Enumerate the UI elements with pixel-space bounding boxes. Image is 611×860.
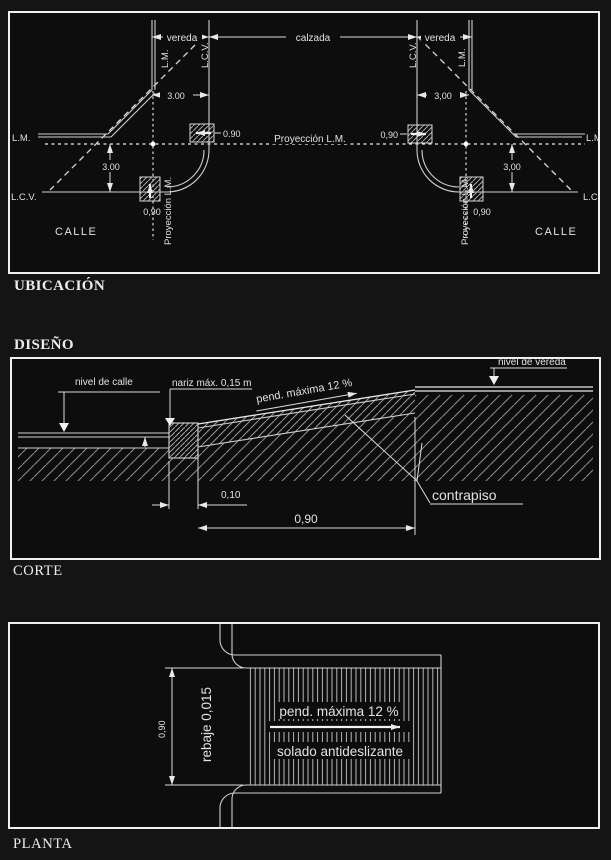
ubicacion-panel: vereda calzada vereda 3.00 3,00 3.00 3,0… — [8, 11, 600, 274]
setback-dimensions: 3.00 3,00 — [96, 144, 528, 192]
nariz-label: nariz máx. 0,15 m — [172, 378, 251, 389]
corte-panel: nivel de calle nariz máx. 0,15 m pend. m… — [10, 357, 601, 560]
nivel-de-calle-callout: nivel de calle — [58, 377, 160, 432]
contrapiso-callout: contrapiso — [344, 414, 523, 505]
ramp-top-left: 0.90 — [189, 123, 241, 143]
dim-vereda-left: 3.00 — [167, 91, 185, 101]
dim-ancho-label: 0,90 — [157, 720, 167, 738]
municipal-line-left — [38, 20, 156, 138]
dim-vereda-right: 3,00 — [434, 91, 452, 101]
dim-nariz-label: 0,10 — [221, 490, 241, 501]
corte-dimensions: 0,10 0,90 — [152, 417, 416, 535]
planta-panel: 0,90 rebaje 0,015 pend. máxima 12 % sola… — [8, 622, 600, 829]
calle-label-left: CALLE — [55, 226, 97, 238]
sidewalk-surface — [415, 386, 593, 392]
planta-annotations: pend. máxima 12 % solado antideslizante — [266, 702, 412, 759]
rebaje-label: rebaje 0,015 — [199, 687, 214, 762]
vereda-label-left: vereda — [167, 33, 198, 44]
top-dimensions: vereda calzada vereda — [152, 31, 472, 44]
planta-dimension: 0,90 — [157, 667, 243, 786]
proyeccion-lm-right-rot: Proyección L.M. — [460, 177, 471, 245]
ramp-slab — [197, 389, 416, 448]
ground-hatch — [18, 395, 593, 481]
nariz-block — [168, 422, 199, 459]
dim-ramp-top-right: 0,90 — [380, 130, 398, 140]
projection-dot-right — [463, 141, 469, 147]
nariz-callout: nariz máx. 0,15 m — [165, 378, 252, 426]
lcv-label-right-rot: L.C.V. — [408, 42, 419, 68]
projection-dot-left — [150, 141, 156, 147]
section-title-ubicacion: UBICACIÓN — [14, 278, 106, 294]
dim-ramp-top-left: 0.90 — [223, 129, 241, 139]
dim-ramp-bottom-left: 0,90 — [143, 207, 161, 217]
calzada-label: calzada — [296, 33, 331, 44]
dim-ramp-bottom-right: 0,90 — [473, 207, 491, 217]
lcv-label-left-edge: L.C.V. — [11, 192, 37, 203]
lm-label-right-rot: L.M. — [457, 49, 468, 67]
ramp-mouth-lines — [219, 624, 442, 827]
projection-lines — [45, 36, 585, 240]
dim-setback-right: 3,00 — [503, 162, 521, 172]
proyeccion-lm-left-rot: Proyección L.M. — [163, 177, 174, 245]
solado-label: solado antideslizante — [277, 744, 403, 759]
proyeccion-lm-label: Proyección L.M. — [274, 134, 346, 145]
lm-label-right-edge: L.M. — [586, 133, 600, 144]
lm-label-left-edge: L.M. — [12, 133, 30, 144]
ramp-bottom-right: 0,90 — [459, 176, 491, 217]
ramp-top-right: 0,90 — [380, 124, 433, 144]
calle-label-right: CALLE — [535, 226, 577, 238]
nivel-de-calle-label: nivel de calle — [75, 377, 133, 388]
lm-label-left-rot: L.M. — [160, 50, 171, 68]
section-title-planta: PLANTA — [13, 836, 73, 852]
ramp-bottom-left: 0,90 — [139, 176, 161, 217]
municipal-line-right — [468, 20, 585, 138]
dim-setback-left: 3.00 — [102, 162, 120, 172]
nivel-de-vereda-callout: nivel de vereda — [489, 357, 567, 385]
lcv-label-right-edge: L.C.V. — [583, 192, 600, 203]
section-title-corte: CORTE — [13, 563, 63, 579]
lcv-label-left-rot: L.C.V. — [200, 42, 211, 68]
dim-rampa-label: 0,90 — [294, 512, 318, 526]
planta-pendiente-label: pend. máxima 12 % — [279, 704, 398, 719]
section-title-diseno: DISEÑO — [14, 337, 74, 353]
nivel-de-vereda-label: nivel de vereda — [498, 357, 566, 368]
contrapiso-label: contrapiso — [432, 487, 497, 503]
street-surface — [18, 432, 169, 449]
sidewalk-width-dimensions: 3.00 3,00 — [152, 89, 469, 101]
proyeccion-label-bg — [271, 132, 349, 144]
vereda-label-right: vereda — [425, 33, 456, 44]
